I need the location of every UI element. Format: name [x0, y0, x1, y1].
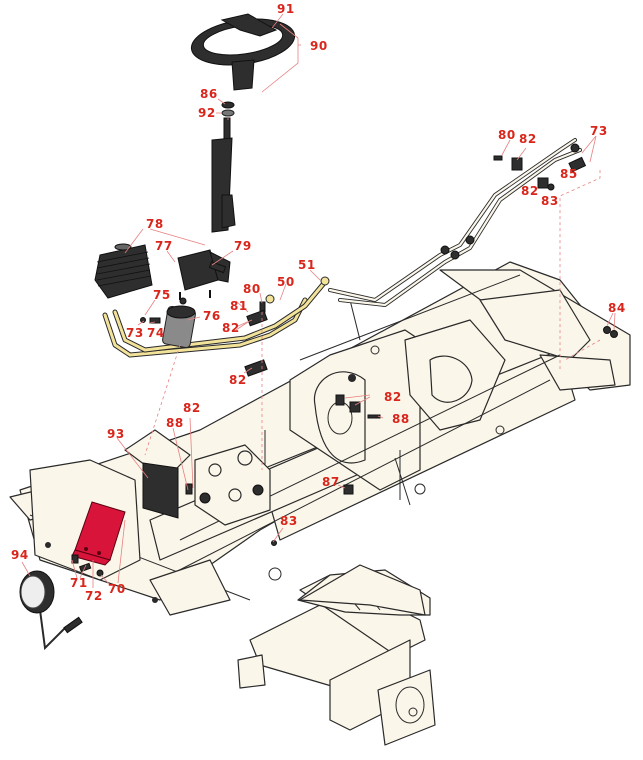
- steering-column: [177, 13, 296, 300]
- callout-73-top: 73: [590, 124, 608, 138]
- callout-72: 72: [85, 589, 103, 603]
- callout-50: 50: [277, 275, 295, 289]
- work-light: [19, 570, 83, 651]
- callout-70: 70: [108, 582, 126, 596]
- callout-74: 74: [147, 326, 165, 340]
- callout-75: 75: [153, 288, 171, 302]
- callout-73-mid: 73: [126, 326, 144, 340]
- callout-51: 51: [298, 258, 316, 272]
- callout-88-center: 88: [392, 412, 410, 426]
- hydraulic-valve-block: [194, 444, 271, 526]
- steering-hydraulic-lines: [102, 276, 330, 358]
- callout-86: 86: [200, 87, 218, 101]
- steering-valve: [162, 297, 196, 349]
- mounting-plate: [142, 462, 179, 519]
- callout-82-top-lower: 82: [521, 184, 539, 198]
- callout-94: 94: [11, 548, 29, 562]
- callout-82-lower: 82: [229, 373, 247, 387]
- callout-77: 77: [155, 239, 173, 253]
- hardware: [71, 143, 618, 577]
- callout-84: 84: [608, 301, 626, 315]
- steering-boot: [94, 243, 153, 299]
- callout-71: 71: [70, 576, 88, 590]
- callout-83-top: 83: [541, 194, 559, 208]
- leader-lines: [21, 13, 616, 588]
- callout-92: 92: [198, 106, 216, 120]
- callout-80-mid: 80: [243, 282, 261, 296]
- callout-83-lower: 83: [280, 514, 298, 528]
- callout-82-center: 82: [384, 390, 402, 404]
- callout-78: 78: [146, 217, 164, 231]
- callout-81: 81: [230, 299, 248, 313]
- foot-platform: [299, 564, 426, 616]
- light-bracket: [71, 501, 126, 566]
- callout-79: 79: [234, 239, 252, 253]
- callout-80-top: 80: [498, 128, 516, 142]
- callout-76: 76: [203, 309, 221, 323]
- callout-93: 93: [107, 427, 125, 441]
- callout-87: 87: [322, 475, 340, 489]
- callout-82-top: 82: [519, 132, 537, 146]
- callout-82-mid: 82: [222, 321, 240, 335]
- upper-hydraulic-tubes: [328, 138, 582, 307]
- callout-82-valve: 82: [183, 401, 201, 415]
- callout-88-valve: 88: [166, 416, 184, 430]
- callout-91: 91: [277, 2, 295, 16]
- callout-85: 85: [560, 167, 578, 181]
- callout-90: 90: [310, 39, 328, 53]
